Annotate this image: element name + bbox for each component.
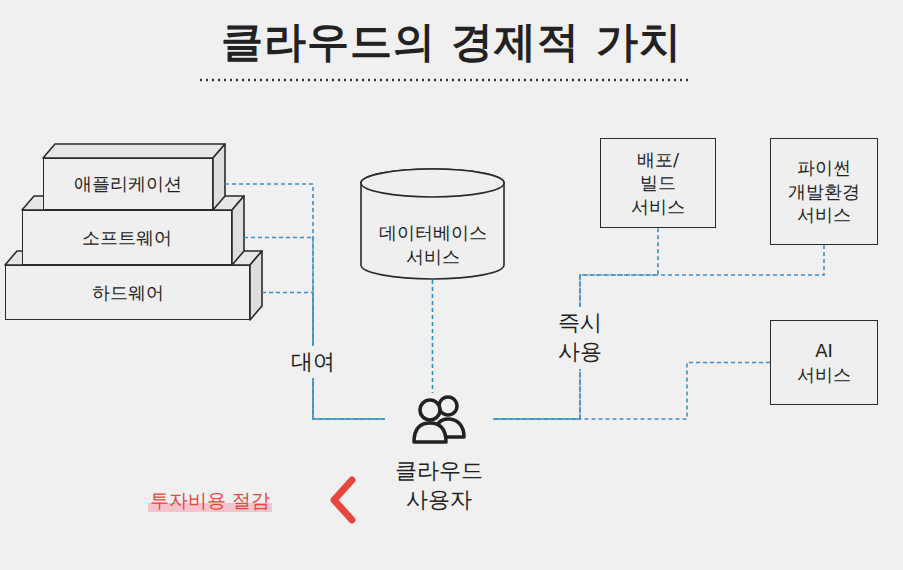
node-text: 소프트웨어 (82, 226, 172, 249)
layer-box: 애플리케이션 (43, 158, 213, 210)
node-text: 파이썬 개발환경 서비스 (788, 156, 860, 226)
box-side-face (250, 251, 262, 320)
note-label: 투자비용 절감 (148, 488, 272, 514)
node-text: 배포/빌드 서비스 (631, 148, 685, 218)
box-faces (5, 144, 262, 320)
title-underline (200, 79, 692, 82)
user-icon (408, 393, 470, 445)
service-box: 배포/빌드 서비스 (600, 138, 716, 228)
dashed-connector (262, 293, 385, 420)
layer-box: 소프트웨어 (22, 210, 232, 265)
node-text: 데이터베이스 서비스 (379, 221, 487, 268)
node-text: 애플리케이션 (74, 172, 182, 195)
dashed-connector (432, 280, 434, 393)
box-side-face (213, 144, 225, 210)
dashed-connector (493, 228, 658, 419)
node-text: 클라우드 사용자 (395, 457, 483, 514)
service-box: 파이썬 개발환경 서비스 (770, 138, 878, 245)
database-cylinder: 데이터베이스 서비스 (360, 168, 505, 280)
layer-box: 하드웨어 (5, 265, 250, 320)
chevron-symbol (334, 480, 352, 520)
edge-label: 대여 (288, 346, 338, 379)
edge-label: 즉시 사용 (555, 307, 605, 368)
service-box: AI 서비스 (770, 320, 878, 405)
box-top-face (43, 144, 225, 158)
user-node: 클라우드 사용자 (385, 393, 493, 534)
box-side-face (232, 196, 244, 265)
node-text: 하드웨어 (92, 281, 164, 304)
node-text: AI 서비스 (797, 339, 851, 386)
diagram-title: 클라우드의 경제적 가치 (0, 14, 903, 70)
dashed-connector (493, 363, 770, 420)
